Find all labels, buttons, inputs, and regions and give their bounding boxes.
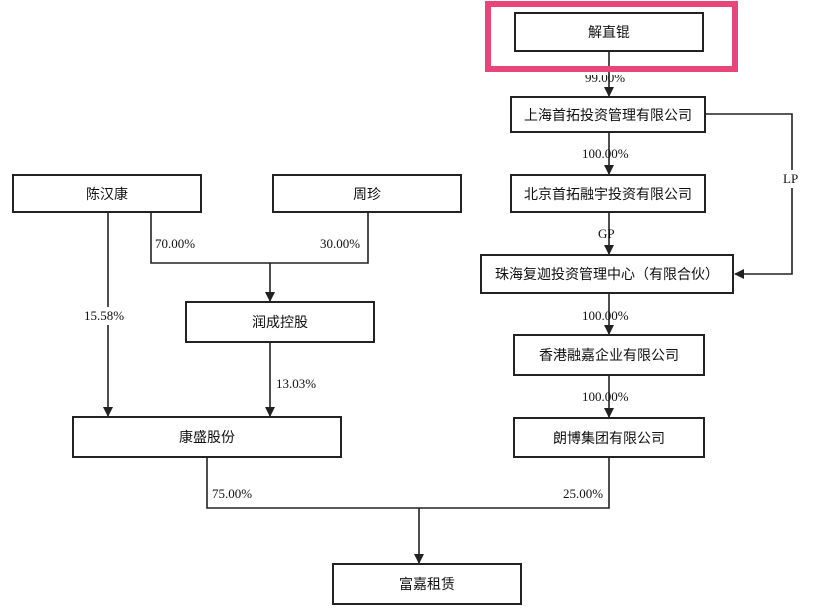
node-zhuhai-fujia: 珠海复迦投资管理中心（有限合伙）: [480, 254, 734, 294]
node-fujia-leasing: 富嘉租赁: [332, 563, 522, 605]
node-label: 康盛股份: [179, 430, 235, 446]
node-label: 香港融嘉企业有限公司: [539, 348, 679, 364]
node-label: 上海首拓投资管理有限公司: [524, 107, 692, 124]
node-runcheng: 润成控股: [185, 301, 375, 343]
edge-chen-to-runcheng: [150, 213, 369, 264]
edge-label-30: 30.00%: [320, 236, 361, 251]
edge-label-gp: GP: [598, 226, 615, 241]
node-label: 陈汉康: [86, 186, 128, 203]
edge-label-75: 75.00%: [212, 486, 253, 501]
node-label: 润成控股: [252, 315, 308, 331]
edge-label-99: 99.00%: [585, 70, 626, 85]
edge-kangsheng-langbo-merge: [206, 458, 610, 509]
edge-label-25: 25.00%: [563, 486, 604, 501]
node-label: 解直锟: [588, 25, 630, 41]
edge-label-100-a: 100.00%: [582, 146, 629, 161]
highlight-frame: [485, 1, 738, 72]
edge-label-15-58: 15.58%: [84, 307, 125, 325]
edge-shanghai-to-zhuhai-lp: [706, 113, 793, 279]
node-zhou-zhen: 周珍: [272, 174, 462, 213]
node-label: 周珍: [353, 186, 381, 203]
node-hk-rongjia: 香港融嘉企业有限公司: [513, 334, 705, 376]
node-kangsheng: 康盛股份: [72, 416, 342, 458]
node-beijing-shoutuo: 北京首拓融宇投资有限公司: [510, 174, 706, 213]
node-label: 珠海复迦投资管理中心（有限合伙）: [495, 267, 719, 283]
edge-label-lp: LP: [781, 170, 801, 188]
node-label: 朗博集团有限公司: [553, 430, 665, 447]
edge-label-100-b: 100.00%: [582, 308, 629, 323]
node-shanghai-shoutuo: 上海首拓投资管理有限公司: [510, 96, 706, 133]
node-label: 北京首拓融宇投资有限公司: [524, 186, 692, 203]
edge-label-100-c: 100.00%: [582, 389, 629, 404]
node-label: 富嘉租赁: [399, 577, 455, 593]
node-chen-hankang: 陈汉康: [12, 174, 202, 213]
edge-label-13-03: 13.03%: [276, 376, 317, 391]
node-xie-zhikun: 解直锟: [514, 12, 704, 52]
edge-label-70: 70.00%: [155, 236, 196, 251]
node-langbo: 朗博集团有限公司: [513, 417, 705, 458]
